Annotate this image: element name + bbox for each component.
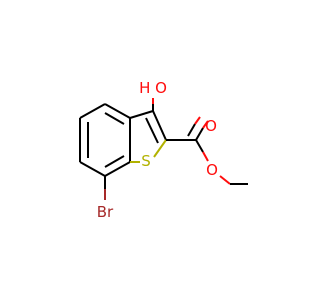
- bond-c6-c7: [79, 161, 106, 177]
- ester-oxygen-label: O: [206, 161, 218, 179]
- bond-cester-o-single: [195, 139, 204, 153]
- atom-labels: H O O O S Br: [97, 79, 218, 221]
- carbonyl-oxygen-label: O: [205, 117, 217, 135]
- bonds: [79, 98, 248, 200]
- bond-cester-o-double-b: [187, 123, 196, 137]
- bromine-label: Br: [97, 203, 114, 221]
- bond-c7-c7a: [104, 161, 131, 177]
- bond-o-methyl-red: [219, 175, 231, 185]
- bond-cester-o-single-red: [202, 151, 209, 162]
- bond-c3-c2-inner: [145, 117, 159, 144]
- hydroxyl-label: H O: [139, 79, 167, 97]
- sulfur-label: S: [141, 152, 151, 170]
- bond-c3-c2: [152, 110, 167, 141]
- bond-cester-o-double-a-red: [202, 120, 209, 129]
- bond-c2-s: [153, 139, 167, 158]
- bond-cester-o-double-b-red: [194, 116, 201, 125]
- bond-c3a-c3: [129, 110, 154, 119]
- bond-c4-c5: [79, 103, 106, 119]
- bond-c3a-c4-inner: [104, 112, 125, 125]
- molecule-structure: H O O O S Br: [79, 79, 248, 221]
- bond-c7-c7a-inner: [104, 155, 125, 168]
- bond-cester-o-double-a: [195, 127, 204, 141]
- bond-c3a-c4: [104, 103, 131, 119]
